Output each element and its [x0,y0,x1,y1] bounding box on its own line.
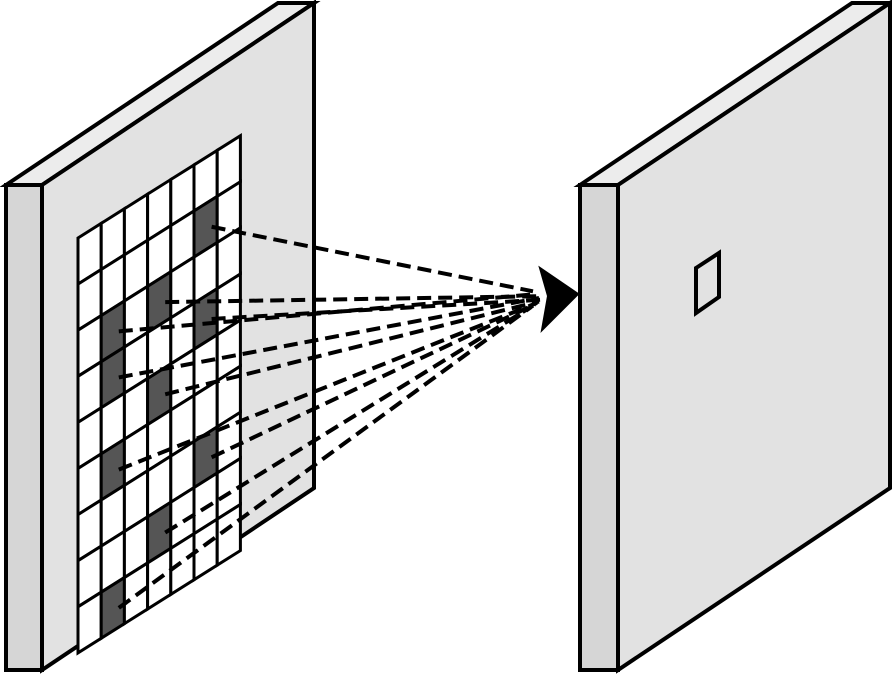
output-layer [573,0,892,674]
connection-arrow-head [538,265,580,333]
connection-line [117,305,533,610]
connection-line [164,299,540,397]
receptive-field-connections [117,224,542,610]
output-panel-side-edge [578,183,620,672]
output-neuron-marker [694,249,721,317]
connection-line [118,296,540,380]
connection-line [210,302,536,460]
input-layer [0,0,321,674]
connection-line [211,224,534,294]
output-panel-face [616,0,892,674]
grid-cell [215,501,242,568]
connection-line [118,292,536,334]
connection-line [211,297,542,321]
input-panel-side-edge [4,183,44,672]
connection-line [164,303,535,535]
input-pixel-grid [76,132,242,656]
connection-line [118,301,538,472]
